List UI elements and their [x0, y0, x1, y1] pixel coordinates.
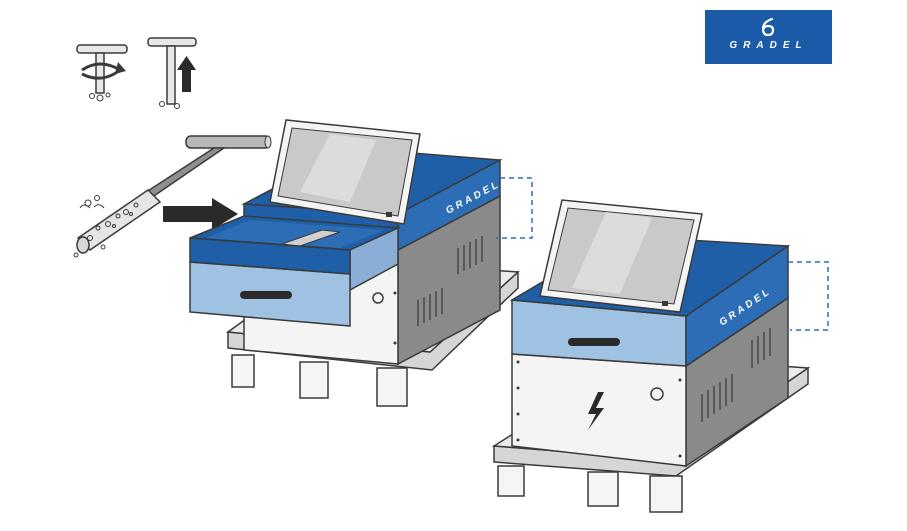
left-monitor	[269, 119, 421, 225]
push-arrow-icon	[163, 198, 238, 230]
left-drawer-handle[interactable]	[240, 291, 292, 299]
rotate-arrow-icon	[81, 62, 126, 80]
gradel-swirl-icon	[761, 17, 775, 37]
left-unit: GRADEL	[189, 119, 533, 407]
left-open-drawer[interactable]	[189, 215, 401, 327]
right-drawer-handle[interactable]	[568, 338, 620, 346]
t-handle-rotate-step	[76, 44, 128, 102]
right-unit: GRADEL	[491, 199, 829, 513]
right-side-vent	[701, 328, 771, 422]
left-side-vent	[417, 236, 483, 326]
pull-up-arrow-icon	[177, 56, 196, 92]
gradel-logo: GRADEL	[705, 10, 832, 64]
lightning-icon	[588, 392, 604, 430]
right-monitor	[539, 199, 703, 313]
logo-text: GRADEL	[729, 40, 808, 51]
soil-sample-probe	[73, 135, 272, 258]
t-handle-pull-step	[147, 37, 197, 109]
